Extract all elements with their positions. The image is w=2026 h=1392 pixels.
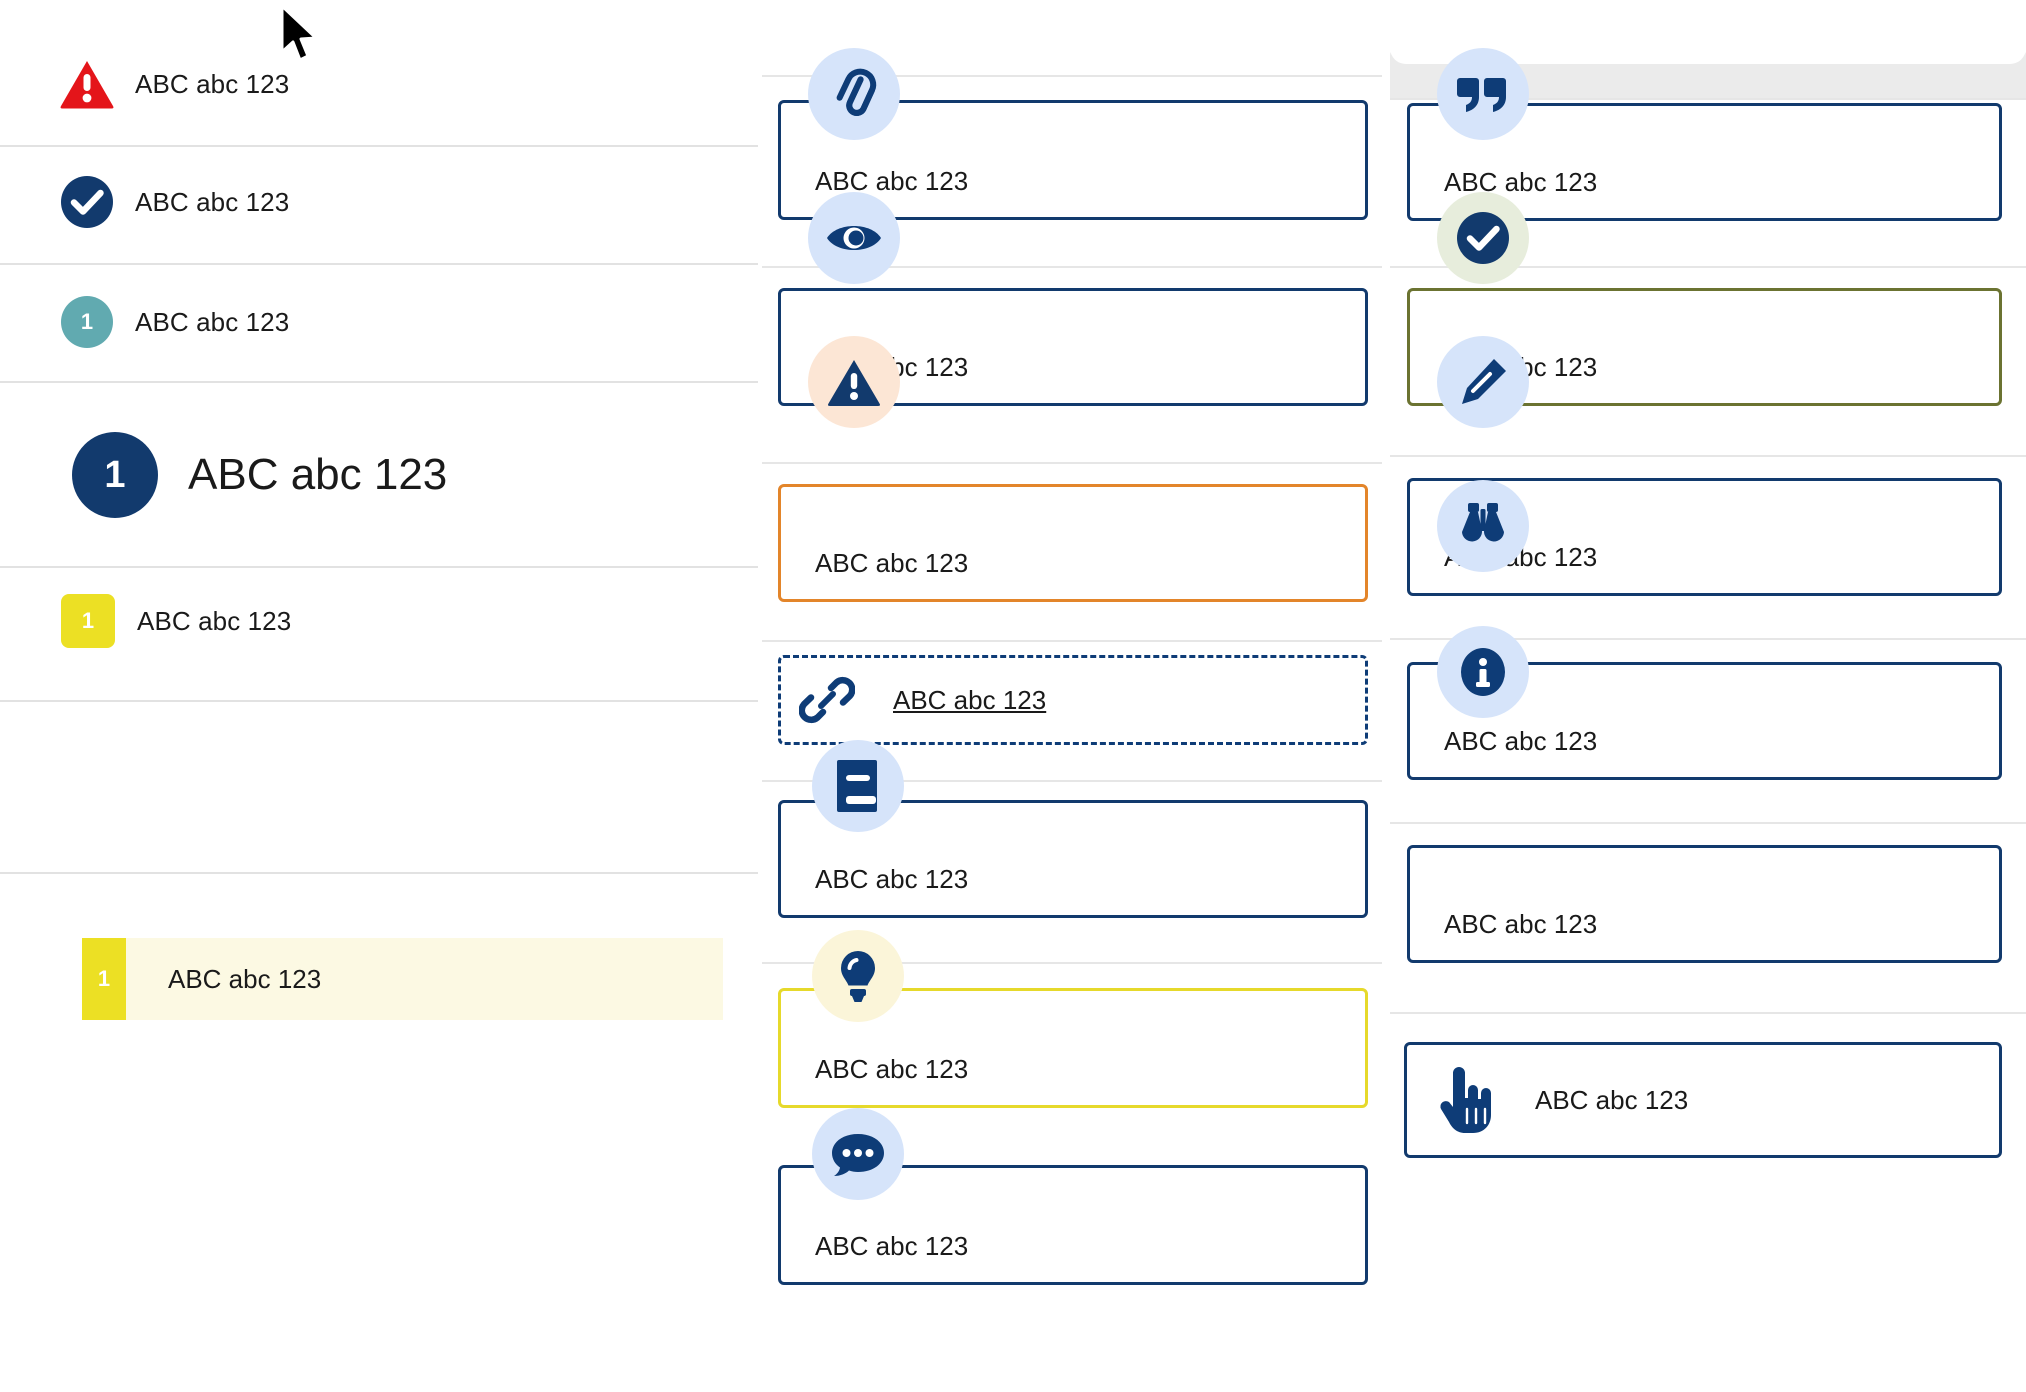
column-separator [762,462,1382,464]
list-item-highlighted[interactable]: 1 ABC abc 123 [82,938,723,1020]
card-label[interactable]: ABC abc 123 [893,684,1047,715]
card-info[interactable]: ABC abc 123 [1407,845,2002,963]
list-separator [0,381,758,383]
list-item-label: ABC abc 123 [137,605,292,636]
number-badge-icon: 1 [72,432,158,518]
list-separator [0,700,758,702]
number-badge-icon: 1 [82,938,126,1020]
list-item[interactable]: ABC abc 123 [0,176,758,228]
hand-pointer-icon [1435,1065,1497,1135]
paperclip-icon [808,48,900,140]
column-separator [762,962,1382,964]
card-label: ABC abc 123 [1444,726,1598,756]
list-item[interactable]: 1 ABC abc 123 [0,594,758,648]
list-item[interactable]: 1 ABC abc 123 [0,296,758,348]
top-panel-notch [1390,42,2026,64]
list-item[interactable]: ABC abc 123 [0,58,758,110]
card-label: ABC abc 123 [1535,1084,1689,1115]
column-separator [1390,266,2026,268]
card-label: ABC abc 123 [1444,167,1598,197]
card-label: ABC abc 123 [815,548,969,578]
list-separator [0,263,758,265]
card-label: ABC abc 123 [815,166,969,196]
book-icon [812,740,904,832]
list-item-label: ABC abc 123 [135,68,290,99]
binoculars-icon [1437,480,1529,572]
card-label: ABC abc 123 [815,1054,969,1084]
list-item-label: ABC abc 123 [135,186,290,217]
speech-bubble-icon [812,1108,904,1200]
column-separator [762,75,1382,77]
column-separator [762,266,1382,268]
column-separator [1390,638,2026,640]
pencil-icon [1437,336,1529,428]
left-list-column: ABC abc 123 ABC abc 123 1 ABC abc 123 1 [0,0,758,1392]
list-item-label: ABC abc 123 [168,963,322,994]
warning-triangle-icon [58,59,116,109]
badge-count: 1 [97,966,111,991]
number-badge-icon: 1 [61,296,113,348]
column-separator [1390,822,2026,824]
list-item-label: ABC abc 123 [188,450,448,499]
card-warning[interactable]: ABC abc 123 [778,484,1368,602]
column-separator [762,640,1382,642]
warning-triangle-icon [808,336,900,428]
quote-icon [1437,48,1529,140]
card-link[interactable]: ABC abc 123 [778,655,1368,745]
column-separator [1390,98,2026,100]
eye-icon [808,192,900,284]
list-separator [0,566,758,568]
column-separator [762,780,1382,782]
mouse-cursor-icon [278,4,324,73]
card-watch[interactable]: ABC abc 123 [1407,662,2002,780]
link-icon [799,672,855,728]
column-separator [1390,1012,2026,1014]
list-item-label: ABC abc 123 [135,306,290,337]
list-separator [0,145,758,147]
badge-count: 1 [81,608,95,633]
number-badge-icon: 1 [61,594,115,648]
card-book[interactable]: ABC abc 123 [778,800,1368,918]
badge-count: 1 [80,309,94,334]
list-separator [0,872,758,874]
column-separator [1390,455,2026,457]
card-label: ABC abc 123 [815,1231,969,1261]
card-action[interactable]: ABC abc 123 [1404,1042,2002,1158]
badge-count: 1 [104,453,126,496]
lightbulb-icon [812,930,904,1022]
check-circle-icon [58,176,116,228]
card-label: ABC abc 123 [1444,909,1598,939]
info-circle-icon [1437,626,1529,718]
check-circle-icon [1437,192,1529,284]
list-item[interactable]: 1 ABC abc 123 [0,432,758,518]
card-label: ABC abc 123 [815,864,969,894]
